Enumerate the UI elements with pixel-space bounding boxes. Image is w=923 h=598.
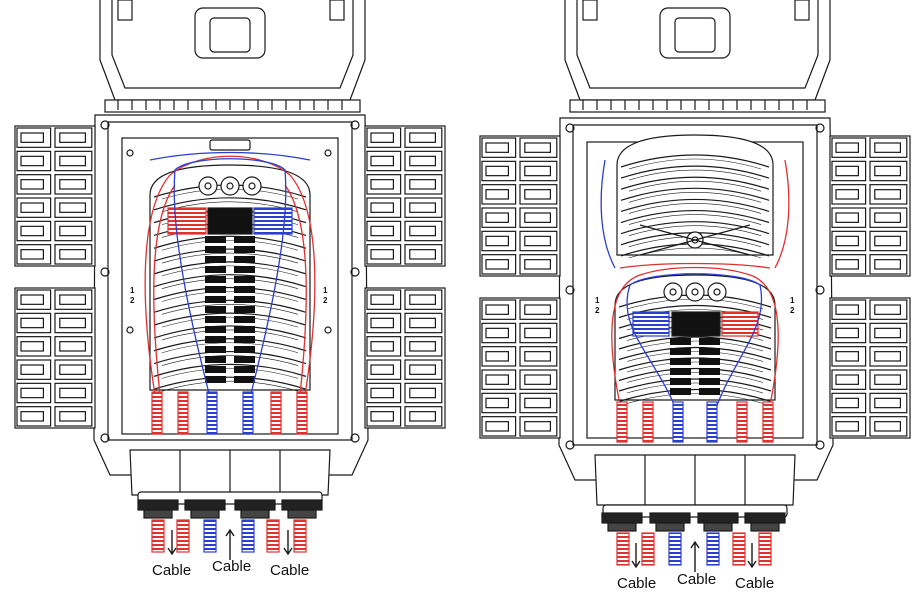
hinge	[104, 99, 361, 113]
adapter-bank-left-lower	[479, 297, 561, 439]
cable-label-left-3: Cable	[270, 562, 309, 579]
adapter-bank-right-lower	[829, 297, 911, 439]
svg-text:1: 1	[130, 286, 135, 295]
cable-label-right-3: Cable	[735, 575, 774, 592]
cable-arrows	[167, 528, 293, 560]
lid	[564, 0, 831, 101]
svg-text:2: 2	[130, 296, 135, 305]
cable-label-left-2: Cable	[212, 558, 251, 575]
exiting-cables	[151, 519, 307, 553]
port-label-right: 1 2	[323, 286, 328, 305]
cable-arrows	[631, 540, 757, 572]
closure-left: 1 2 1 2	[14, 0, 446, 560]
adapter-bank-right-lower	[364, 287, 446, 429]
lid	[99, 0, 366, 101]
svg-text:1: 1	[323, 286, 328, 295]
adapter-bank-left-lower	[14, 287, 96, 429]
svg-text:1: 1	[595, 296, 600, 305]
cable-label-left-1: Cable	[152, 562, 191, 579]
adapter-bank-left-upper	[479, 135, 561, 277]
adapter-bank-right-upper	[364, 125, 446, 267]
svg-text:2: 2	[323, 296, 328, 305]
port-label-left: 1 2	[595, 296, 600, 315]
svg-text:1: 1	[790, 296, 795, 305]
cable-label-right-2: Cable	[677, 571, 716, 588]
pigtails	[616, 401, 774, 443]
port-label-left: 1 2	[130, 286, 135, 305]
svg-text:2: 2	[790, 306, 795, 315]
splice-sleeves	[632, 311, 759, 337]
upper-routing-hub	[639, 224, 751, 256]
adapter-bank-right-upper	[829, 135, 911, 277]
pigtails	[151, 391, 308, 435]
cable-glands	[137, 499, 323, 519]
cable-glands	[601, 512, 786, 532]
adapter-bank-left-upper	[14, 125, 96, 267]
port-label-right: 1 2	[790, 296, 795, 315]
closure-right: 1 2 1 2	[479, 0, 911, 572]
cable-entry-base	[594, 454, 796, 518]
cable-entry-base	[129, 449, 331, 505]
splice-holder-column	[670, 338, 720, 395]
hinge	[569, 99, 826, 113]
svg-text:2: 2	[595, 306, 600, 315]
routing-hub	[198, 176, 262, 196]
splice-sleeves	[167, 207, 293, 235]
cable-label-right-1: Cable	[617, 575, 656, 592]
fiber-routes	[144, 151, 316, 406]
fiber-routes	[600, 159, 790, 421]
splice-holder-column	[205, 236, 255, 383]
exiting-cables	[616, 532, 772, 566]
lower-routing-hub	[663, 282, 727, 302]
